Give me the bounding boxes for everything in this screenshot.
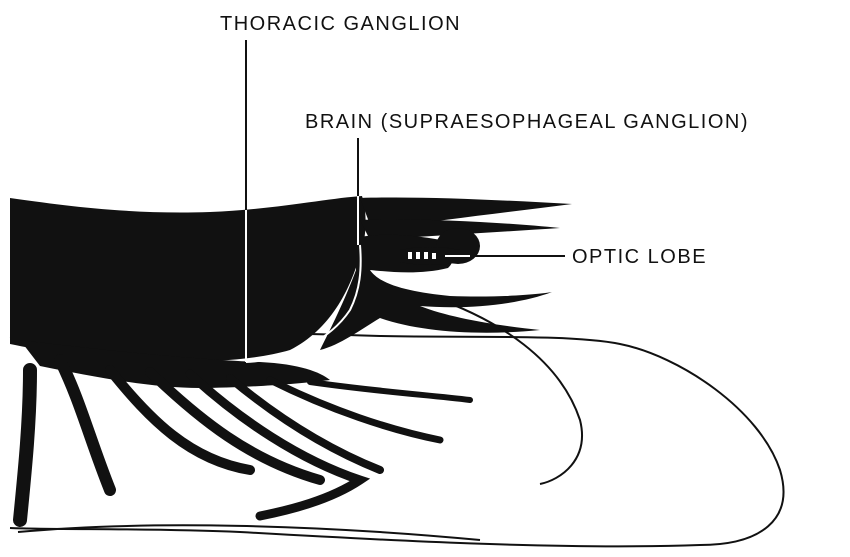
carapace xyxy=(10,196,366,362)
optic-lobe-label: OPTIC LOBE xyxy=(572,246,707,268)
thoracic-ganglion-label: THORACIC GANGLION xyxy=(220,13,461,35)
brain-label: BRAIN (SUPRAESOPHAGEAL GANGLION) xyxy=(305,111,749,133)
